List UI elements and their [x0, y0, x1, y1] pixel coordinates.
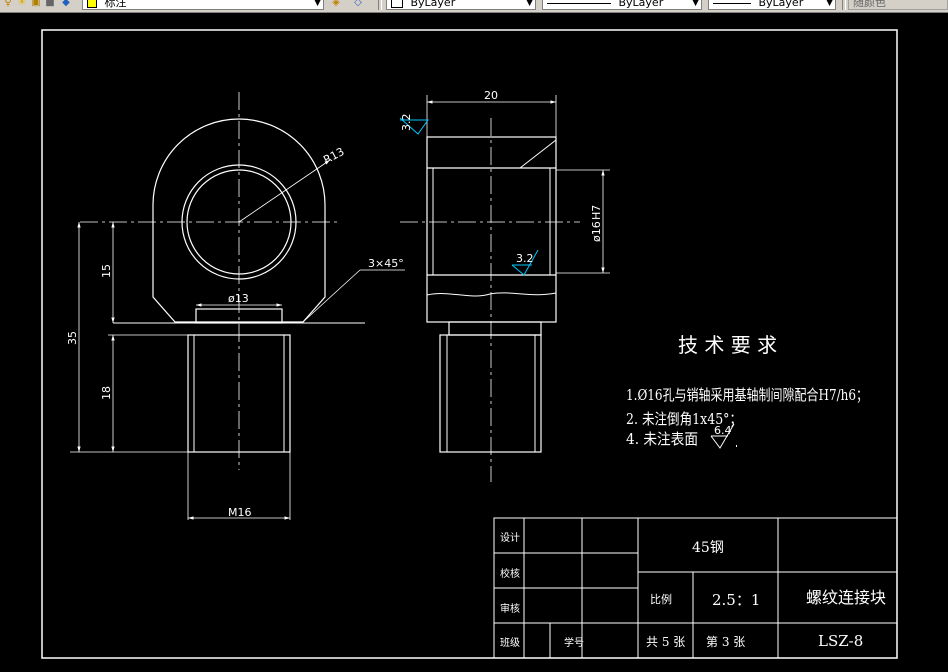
chevron-down-icon: ▼ [826, 0, 833, 8]
color-dropdown-value: ByLayer [410, 0, 456, 9]
side-view [426, 136, 557, 453]
roughness-symbol-2 [511, 249, 539, 276]
tech-req-item-3: 4. 未注表面 [626, 430, 698, 448]
tb-scale-label: 比例 [650, 592, 672, 606]
lock-icon[interactable]: ▣ [31, 0, 41, 8]
sun-icon[interactable]: ☀ [17, 0, 27, 8]
tb-drawing-no: LSZ-8 [818, 632, 863, 650]
front-centerlines [80, 92, 340, 470]
lineweight-dropdown-value: ByLayer [758, 0, 804, 9]
chevron-down-icon: ▼ [692, 0, 699, 8]
dim-radius-label: R13 [321, 145, 346, 167]
tb-part-name: 螺纹连接块 [806, 588, 886, 607]
dim-width-20-label: 20 [484, 89, 498, 102]
tb-material: 45钢 [692, 540, 724, 556]
toolbar-separator [378, 0, 382, 10]
title-block-text: 设计 校核 审核 班级 学号 45钢 比例 2.5：1 螺纹连接块 共 5 张 … [500, 531, 886, 650]
roughness-symbol-3 [710, 423, 737, 449]
eye-outline [152, 118, 326, 323]
side-centerlines [400, 118, 580, 482]
color-dropdown[interactable]: ByLayer ▼ [386, 0, 536, 10]
tech-req-title: 技 术 要 求 [678, 333, 777, 357]
tech-req-item-2: 2. 未注倒角1x45°； [626, 410, 742, 428]
dim-18-label: 18 [100, 386, 113, 400]
tb-scale-value: 2.5：1 [712, 591, 760, 609]
front-dimensions [70, 159, 405, 520]
chevron-down-icon: ▼ [526, 0, 533, 8]
tech-req-item-1: 1.Ø16孔与销轴采用基轴制间隙配合H7/h6； [626, 386, 868, 404]
drawing-canvas[interactable]: R13 ø13 3×45° 15 35 18 M16 20 ø16 H7 3.2 [0, 13, 948, 672]
color-swatch-icon[interactable]: ■ [45, 0, 55, 8]
layer-dropdown[interactable]: 标注 ▼ [82, 0, 324, 10]
roughness-value-1: 3.2 [400, 114, 413, 132]
make-current-layer-icon[interactable]: ◈ [332, 0, 340, 8]
tb-check-label: 校核 [500, 567, 520, 580]
plotstyle-dropdown-value: 随颜色 [853, 0, 886, 9]
toolbar-separator [842, 0, 846, 10]
lineweight-dropdown[interactable]: ByLayer ▼ [708, 0, 836, 10]
tb-student-no-label: 学号 [564, 636, 584, 649]
layer-previous-icon[interactable]: ◇ [354, 0, 362, 8]
linetype-dropdown-value: ByLayer [618, 0, 664, 9]
layer-state-icon[interactable]: ♀ [4, 0, 12, 8]
tb-sheet-no: 第 3 张 [706, 635, 745, 649]
dim-15-label: 15 [100, 264, 113, 278]
roughness-symbol-1 [399, 117, 429, 135]
dim-thread-label: M16 [228, 506, 252, 519]
property-toolbar: ♀ ☀ ▣ ■ ◆ 标注 ▼ ◈ ◇ ByLayer ▼ ByLayer ▼ B… [0, 0, 948, 13]
side-dimensions [426, 95, 610, 274]
tb-design-label: 设计 [500, 531, 520, 544]
tb-review-label: 审核 [500, 602, 520, 615]
roughness-value-2: 3.2 [516, 252, 534, 265]
front-view [113, 118, 365, 453]
tb-total-sheets: 共 5 张 [646, 635, 685, 649]
tb-class-label: 班级 [500, 637, 520, 649]
roughness-value-3: 6.4 [714, 424, 732, 437]
title-block [493, 517, 898, 659]
dim-pin-diameter-label: ø16 [590, 221, 603, 242]
linetype-dropdown[interactable]: ByLayer ▼ [542, 0, 702, 10]
dim-35-label: 35 [66, 331, 79, 345]
side-neck [448, 321, 542, 336]
drawing-border [41, 29, 898, 659]
dim-pin-tolerance-label: H7 [590, 205, 603, 220]
dim-chamfer-label: 3×45° [368, 257, 404, 270]
chevron-down-icon: ▼ [314, 0, 321, 8]
dim-hole-diameter-label: ø13 [228, 292, 249, 305]
layer-color-icon[interactable]: ◆ [62, 0, 70, 8]
side-shank [439, 334, 542, 453]
plotstyle-dropdown[interactable]: 随颜色 [848, 0, 948, 10]
break-line [426, 292, 557, 297]
layer-dropdown-value: 标注 [104, 0, 127, 9]
